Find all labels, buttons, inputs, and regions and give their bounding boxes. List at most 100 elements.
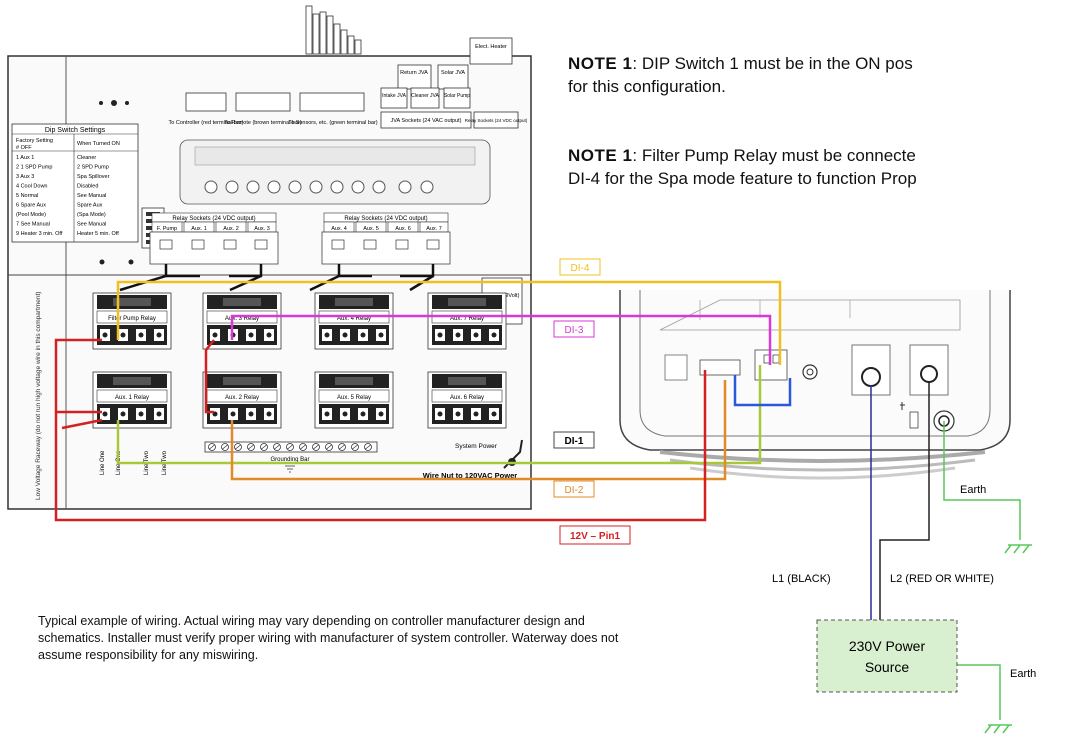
relay-module: Filter Pump Relay bbox=[92, 292, 172, 350]
note-text-continued: for this configuration. bbox=[568, 77, 726, 96]
relay-module: Aux. 2 Relay bbox=[202, 371, 282, 429]
earth-bottom-label: Earth bbox=[1010, 668, 1036, 680]
socket-aux-1: Aux. 1 bbox=[191, 226, 207, 232]
solar-pump-label: Solar Pump bbox=[444, 93, 470, 99]
dip-row-factory: (Pool Mode) bbox=[16, 212, 46, 218]
dip-row-factory: 3 Aux 3 bbox=[16, 174, 34, 180]
note-filter-pump: NOTE 1: Filter Pump Relay must be connec… bbox=[568, 144, 917, 190]
dip-switch-table: Dip Switch Settings Factory Setting # OF… bbox=[11, 123, 139, 243]
elect-heater-label: Elect. Heater bbox=[475, 44, 507, 50]
tag-di2: DI-2 bbox=[565, 485, 584, 496]
relay-module: Aux. 1 Relay bbox=[92, 371, 172, 429]
relay-label: Aux. 3 Relay bbox=[225, 316, 259, 322]
note-text: : DIP Switch 1 must be in the ON pos bbox=[632, 54, 913, 73]
socket-aux-2: Aux. 2 bbox=[223, 226, 239, 232]
power-wires bbox=[870, 382, 1021, 720]
tag-12v-pin1: 12V – Pin1 bbox=[570, 531, 620, 542]
tag-di4: DI-4 bbox=[571, 263, 590, 274]
intake-jva-label: Intake JVA bbox=[382, 93, 406, 99]
note-label: NOTE 1 bbox=[568, 146, 633, 165]
dip-row-factory: 6 Spare Aux bbox=[16, 203, 46, 209]
relay-label: Aux. 4 Relay bbox=[337, 316, 371, 322]
relay-sockets-right-title: Relay Sockets (24 VDC output) bbox=[344, 216, 427, 222]
relay-module: Aux. 3 Relay bbox=[202, 292, 282, 350]
relay-module: Aux. 6 Relay bbox=[427, 371, 507, 429]
relay-label: Filter Pump Relay bbox=[108, 316, 156, 322]
relay-label: Aux. 5 Relay bbox=[337, 395, 371, 401]
socket-aux-6: Aux. 6 bbox=[395, 226, 411, 232]
dip-row-on: Spare Aux bbox=[77, 203, 103, 209]
socket-f-pump: F. Pump bbox=[157, 226, 177, 232]
note-text-continued: DI-4 for the Spa mode feature to functio… bbox=[568, 169, 917, 188]
wiring-caption: Typical example of wiring. Actual wiring… bbox=[38, 614, 619, 662]
relay-sockets-top-label: Relay Sockets (24 VDC output) bbox=[465, 118, 528, 123]
dip-row-factory: 4 Cool Down bbox=[16, 184, 48, 190]
dip-row-on: See Manual bbox=[77, 193, 106, 199]
relay-sockets-right: Relay Sockets (24 VDC output) Aux. 4 Aux… bbox=[321, 212, 451, 265]
dip-row-on: 2 SPD Pump bbox=[77, 165, 109, 171]
socket-aux-4: Aux. 4 bbox=[331, 226, 347, 232]
dip-row-on: Spa Spillover bbox=[77, 174, 110, 180]
dip-row-factory: 1 Aux 1 bbox=[16, 155, 34, 161]
return-jva-label: Return JVA bbox=[400, 70, 428, 76]
l1-label: L1 (BLACK) bbox=[772, 573, 831, 585]
power-source-label-line2: Source bbox=[865, 659, 910, 675]
dip-row-factory: 7 See Manual bbox=[16, 222, 50, 228]
pump-housing bbox=[619, 290, 1011, 480]
sensor-wire-fan bbox=[305, 5, 362, 55]
power-source-label-line1: 230V Power bbox=[849, 638, 926, 654]
relay-module: Aux. 7 Relay bbox=[427, 292, 507, 350]
dip-row-factory: 9 Heater 3 min. Off bbox=[16, 231, 63, 237]
dip-row-on: Cleaner bbox=[77, 155, 96, 161]
solar-jva-label: Solar JVA bbox=[441, 70, 465, 76]
relay-module: Aux. 4 Relay bbox=[314, 292, 394, 350]
relay-grid: Filter Pump Relay Aux. 3 Relay Aux. 4 Rela… bbox=[92, 292, 507, 429]
jva-sockets-label: JVA Sockets (24 VAC output) bbox=[390, 118, 461, 124]
relay-label: Aux. 6 Relay bbox=[450, 395, 484, 401]
dip-col-off: # OFF bbox=[16, 145, 32, 151]
terminal-bars: To Controller (red terminal bar) To Remo… bbox=[169, 92, 378, 126]
l2-label: L2 (RED OR WHITE) bbox=[890, 573, 994, 585]
dip-title: Dip Switch Settings bbox=[45, 127, 106, 134]
system-power-label: System Power bbox=[455, 443, 498, 450]
dip-rows: 1 Aux 1 Cleaner 2 1 SPD Pump 2 SPD Pump 3 Au… bbox=[16, 155, 119, 237]
dip-row-on: (Spa Mode) bbox=[77, 212, 106, 218]
note-label: NOTE 1 bbox=[568, 54, 633, 73]
relay-sockets-left: Relay Sockets (24 VDC output) F. Pump Au… bbox=[149, 212, 279, 265]
relay-label: Aux. 1 Relay bbox=[115, 395, 149, 401]
grounding-bar-label: Grounding Bar bbox=[270, 457, 309, 463]
cleaner-jva-label: Cleaner JVA bbox=[411, 93, 439, 99]
dip-row-on: See Manual bbox=[77, 222, 106, 228]
earth-top-label: Earth bbox=[960, 484, 986, 496]
power-source-box bbox=[816, 619, 958, 693]
control-wires bbox=[54, 280, 792, 522]
relay-jumper-wires bbox=[119, 264, 435, 292]
controller-terminal-label: To Controller (red terminal bar) bbox=[169, 120, 244, 126]
wire-tags: DI-4 DI-3 DI-1 DI-2 12V – Pin1 bbox=[553, 258, 631, 545]
earth-symbols bbox=[984, 544, 1032, 734]
line-label-1: Line One bbox=[100, 450, 106, 475]
socket-aux-7: Aux. 7 bbox=[426, 226, 442, 232]
sensor-terminal-label: To Sensors, etc. (green terminal bar) bbox=[288, 120, 377, 126]
dip-row-factory: 5 Normal bbox=[16, 193, 38, 199]
relay-module: Aux. 5 Relay bbox=[314, 371, 394, 429]
dip-row-factory: 2 1 SPD Pump bbox=[16, 165, 52, 171]
socket-aux-5: Aux. 5 bbox=[363, 226, 379, 232]
tag-di3: DI-3 bbox=[565, 325, 584, 336]
dip-row-on: Disabled bbox=[77, 184, 98, 190]
display-panel bbox=[179, 139, 491, 205]
socket-aux-3: Aux. 3 bbox=[254, 226, 270, 232]
relay-sockets-left-title: Relay Sockets (24 VDC output) bbox=[172, 216, 255, 222]
dip-row-on: Heater 5 min. Off bbox=[77, 231, 119, 237]
raceway-label: Low Voltage Raceway (do not run high vol… bbox=[35, 292, 42, 500]
wire-nut-label: Wire Nut to 120VAC Power bbox=[423, 471, 517, 480]
dip-col-on: When Turned ON bbox=[77, 141, 120, 147]
remote-terminal-label: To Remote (brown terminal bar) bbox=[224, 120, 302, 126]
dip-col-factory: Factory Setting bbox=[16, 138, 53, 144]
grounding-bar: Grounding Bar bbox=[204, 441, 378, 473]
note-dip-switch: NOTE 1: DIP Switch 1 must be in the ON p… bbox=[568, 52, 913, 98]
relay-label: Aux. 7 Relay bbox=[450, 316, 484, 322]
tag-di1: DI-1 bbox=[565, 436, 584, 447]
